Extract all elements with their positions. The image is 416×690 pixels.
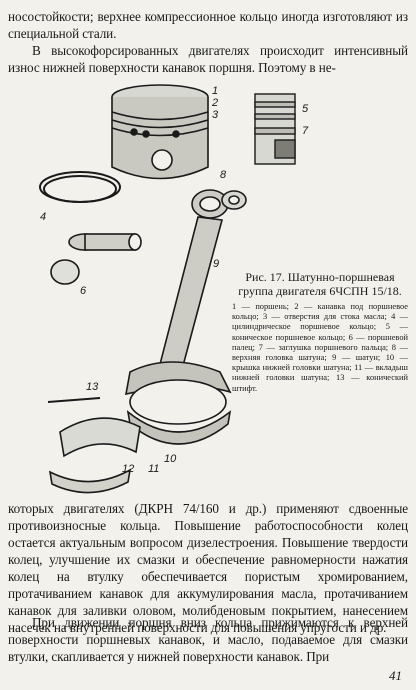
paragraph-top-line-1: носостойкости; верхнее компрессионное ко…	[8, 9, 408, 41]
paragraph-bottom: При движении поршня вниз кольца прижимаю…	[8, 614, 408, 665]
callout-1: 1	[212, 85, 218, 97]
caption-legend: 1 — поршень; 2 — канавка под поршневое к…	[232, 302, 408, 393]
callout-12: 12	[122, 463, 134, 475]
connecting-rod-drawing	[157, 189, 247, 378]
ring-section-inset	[254, 93, 296, 165]
callout-6: 6	[80, 285, 87, 297]
piston-connecting-rod-illustration: 1 2 3 4 5 6 7 8 9 10 11 12 13	[39, 84, 309, 494]
big-end-drawing	[47, 361, 232, 494]
callout-2: 2	[211, 97, 218, 109]
page-number: 41	[389, 668, 402, 683]
callout-4: 4	[40, 211, 46, 223]
paragraph-middle: которых двигателях (ДКРН 74/160 и др.) п…	[8, 501, 408, 635]
callout-10: 10	[164, 453, 177, 465]
callout-labels: 1 2 3 4 5 6 7 8 9 10 11 12 13	[40, 85, 309, 475]
callout-11: 11	[148, 463, 159, 475]
callout-13: 13	[86, 381, 99, 393]
paragraph-top: носостойкости; верхнее компрессионное ко…	[8, 8, 408, 76]
piston-drawing	[111, 84, 209, 180]
callout-8: 8	[220, 169, 227, 181]
piston-rings-drawing	[39, 171, 121, 203]
paragraph-top-line-2: В высокофорсированных двигателях происхо…	[8, 43, 408, 75]
caption-title: Рис. 17. Шатунно-поршневая группа двигат…	[238, 270, 402, 298]
callout-7: 7	[302, 125, 309, 137]
piston-pin-drawing	[50, 233, 142, 285]
callout-9: 9	[213, 258, 219, 270]
callout-5: 5	[302, 103, 309, 115]
figure-caption: Рис. 17. Шатунно-поршневая группа двигат…	[232, 270, 408, 394]
callout-3: 3	[212, 109, 219, 121]
paragraph-bottom-text: При движении поршня вниз кольца прижимаю…	[8, 615, 408, 664]
